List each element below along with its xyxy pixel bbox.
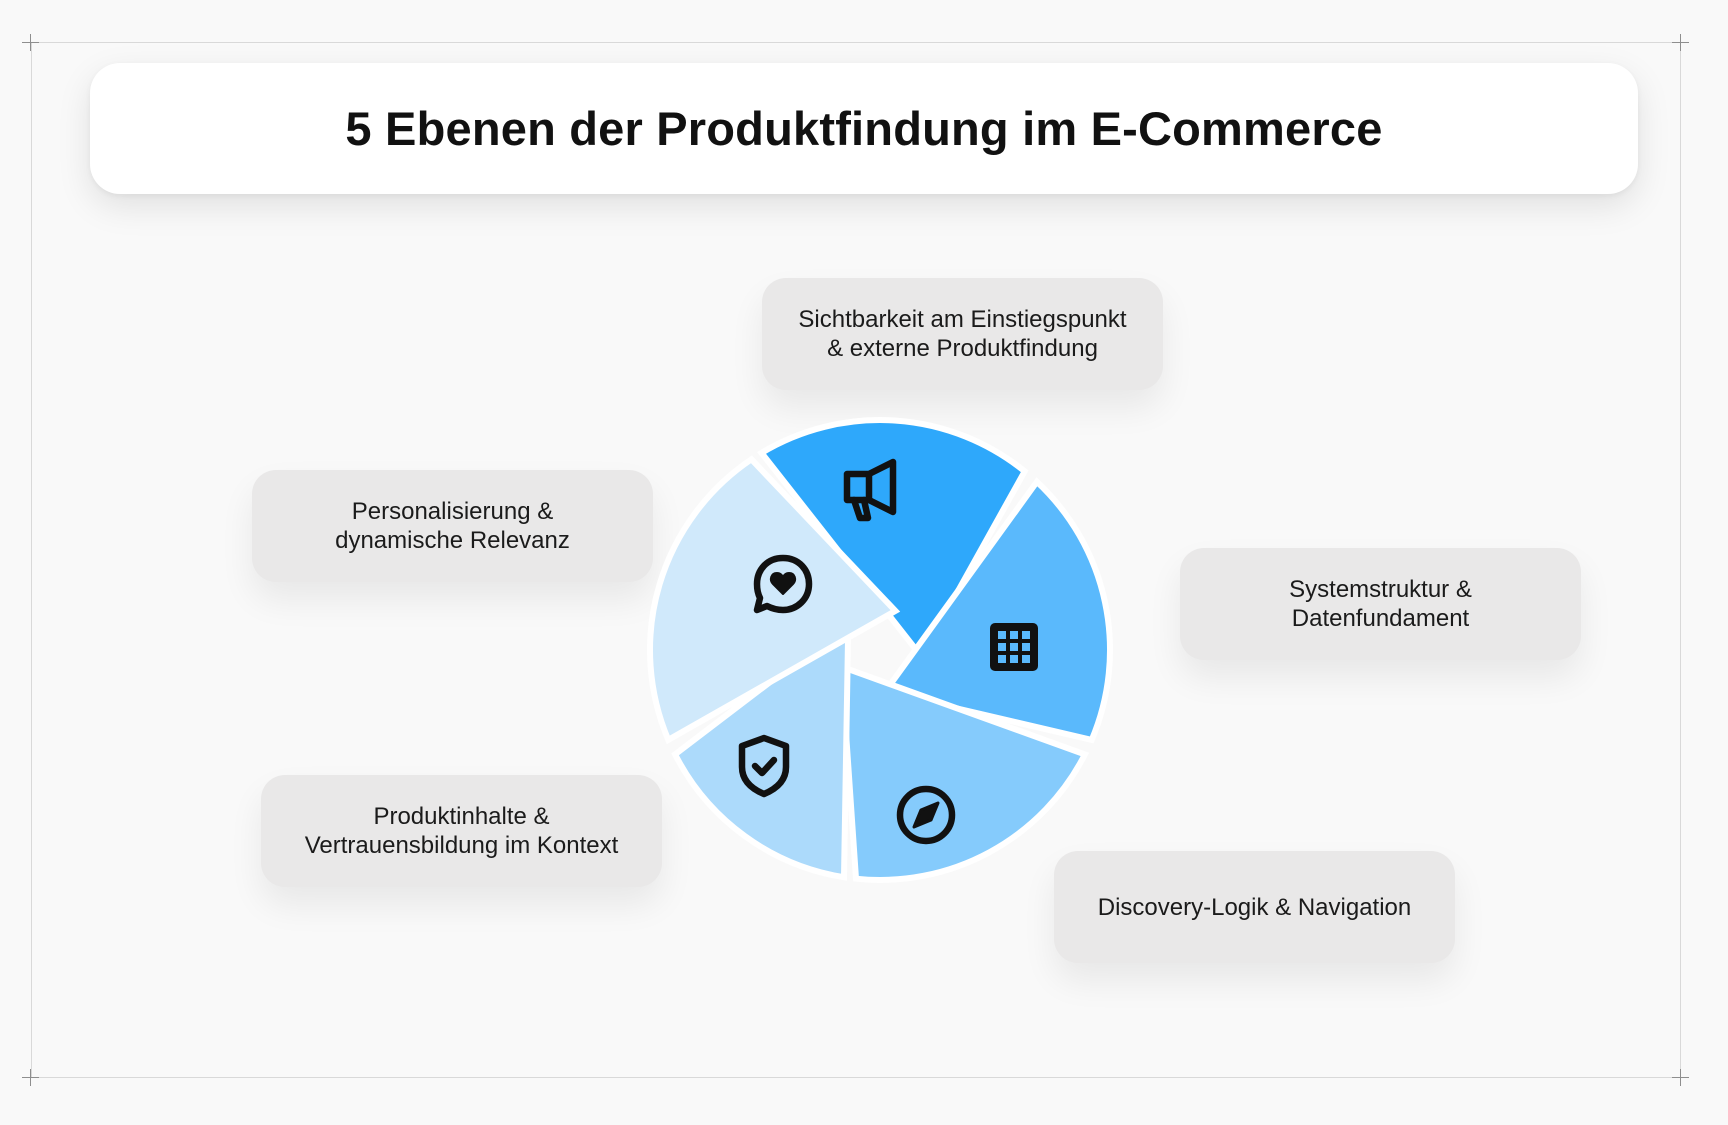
frame-line-bottom bbox=[31, 1077, 1681, 1078]
frame-line-right bbox=[1680, 42, 1681, 1078]
compass-icon bbox=[896, 785, 956, 845]
layer-card-discovery-logic: Discovery-Logik & Navigation bbox=[1054, 851, 1455, 963]
layer-card-product-content: Produktinhalte & Vertrauensbildung im Ko… bbox=[261, 775, 662, 887]
page-title: 5 Ebenen der Produktfindung im E-Commerc… bbox=[345, 102, 1383, 155]
corner-mark-top-right bbox=[1672, 34, 1689, 51]
grid-icon bbox=[990, 623, 1038, 671]
title-card: 5 Ebenen der Produktfindung im E-Commerc… bbox=[90, 63, 1638, 194]
aperture-blade-visibility bbox=[757, 417, 1029, 662]
corner-mark-bottom-right bbox=[1672, 1069, 1689, 1086]
frame-line-left bbox=[31, 42, 32, 1078]
aperture-blade-system-structure bbox=[880, 477, 1113, 744]
layer-label-visibility: Sichtbarkeit am Einstiegspunkt & externe… bbox=[798, 306, 1127, 362]
corner-mark-bottom-left bbox=[22, 1069, 39, 1086]
layer-label-discovery-logic: Discovery-Logik & Navigation bbox=[1097, 893, 1412, 921]
aperture-blade-personalization bbox=[647, 455, 901, 745]
frame-line-top bbox=[31, 42, 1681, 43]
chat-heart-icon bbox=[753, 554, 813, 614]
aperture-blade-product-content bbox=[671, 616, 852, 881]
corner-mark-top-left bbox=[22, 34, 39, 51]
layer-label-system-structure: Systemstruktur & Datenfundament bbox=[1289, 576, 1472, 632]
megaphone-icon bbox=[843, 458, 897, 522]
layer-label-product-content: Produktinhalte & Vertrauensbildung im Ko… bbox=[304, 803, 619, 859]
layer-card-system-structure: Systemstruktur & Datenfundament bbox=[1180, 548, 1581, 660]
layer-card-visibility: Sichtbarkeit am Einstiegspunkt & externe… bbox=[762, 278, 1163, 390]
aperture-wheel bbox=[647, 417, 1113, 883]
layer-label-personalization: Personalisierung & dynamische Relevanz bbox=[335, 498, 570, 554]
layer-card-personalization: Personalisierung & dynamische Relevanz bbox=[252, 470, 653, 582]
shield-check-icon bbox=[738, 734, 790, 798]
